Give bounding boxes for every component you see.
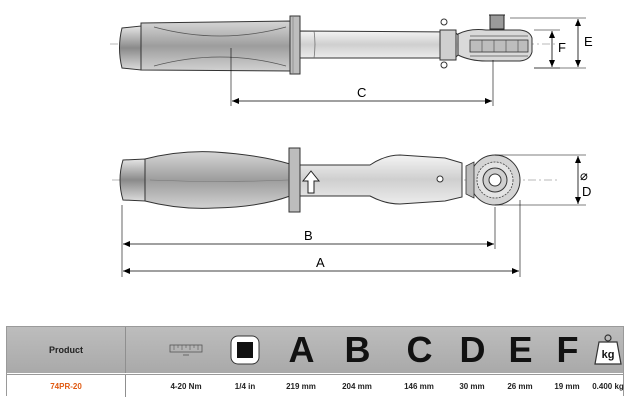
square-drive <box>489 14 505 30</box>
end-cap-side <box>119 158 146 202</box>
body-tube <box>299 30 459 59</box>
dim-label-e: E <box>584 34 593 49</box>
dim-f-value: 19 mm <box>554 381 580 391</box>
wrench-side-view <box>112 147 560 213</box>
dimension-c: C <box>230 48 494 106</box>
column-letter-a: A <box>288 329 315 370</box>
product-header: Product <box>48 345 83 355</box>
square-drive-icon <box>219 327 271 373</box>
dimension-e: E <box>510 17 593 69</box>
dim-b-value: 204 mm <box>342 381 372 391</box>
table-row: 74PR-20 4-20 Nm 1/4 in 219 mm 204 mm 146… <box>7 374 624 397</box>
weight-unit: kg <box>602 349 615 361</box>
column-letter-d: D <box>459 329 486 370</box>
dim-label-c: C <box>357 85 366 100</box>
collar <box>289 15 301 75</box>
dim-e-value: 26 mm <box>507 381 533 391</box>
column-letter-c: C <box>406 329 433 370</box>
dim-d-value: 30 mm <box>459 381 485 391</box>
scale-arrow <box>301 170 321 194</box>
dimension-b: B <box>121 205 496 277</box>
dimension-d: ⌀ D <box>495 154 591 206</box>
collar-side <box>288 147 301 213</box>
dimension-a: A <box>123 200 521 277</box>
dim-c-value: 146 mm <box>404 381 434 391</box>
handle-grip-side <box>144 151 291 209</box>
spec-table: Product A B C D E <box>6 326 624 397</box>
weight-value: 0.400 kg <box>592 381 624 391</box>
torque-range-icon <box>155 327 217 373</box>
dim-label-a: A <box>316 255 325 270</box>
drive-size-value: 1/4 in <box>234 381 256 391</box>
diameter-symbol: ⌀ <box>580 168 588 183</box>
dim-label-f: F <box>558 40 566 55</box>
dimension-f: F <box>534 29 566 69</box>
column-letter-f: F <box>556 329 579 370</box>
weight-icon: kg <box>591 327 625 373</box>
dim-a-value: 219 mm <box>286 381 316 391</box>
wrench-top-view <box>110 14 555 75</box>
product-code: 74PR-20 <box>50 381 82 391</box>
torque-range-value: 4-20 Nm <box>170 381 202 391</box>
end-cap <box>119 25 142 71</box>
dim-label-d: D <box>582 184 591 199</box>
dim-label-b: B <box>304 228 313 243</box>
body-tube-side <box>299 154 463 205</box>
column-letter-b: B <box>344 329 371 370</box>
technical-drawing: F E C ⌀ D <box>110 14 593 277</box>
table-header-row: Product A B C D E <box>7 327 623 373</box>
column-letter-e: E <box>508 329 532 370</box>
